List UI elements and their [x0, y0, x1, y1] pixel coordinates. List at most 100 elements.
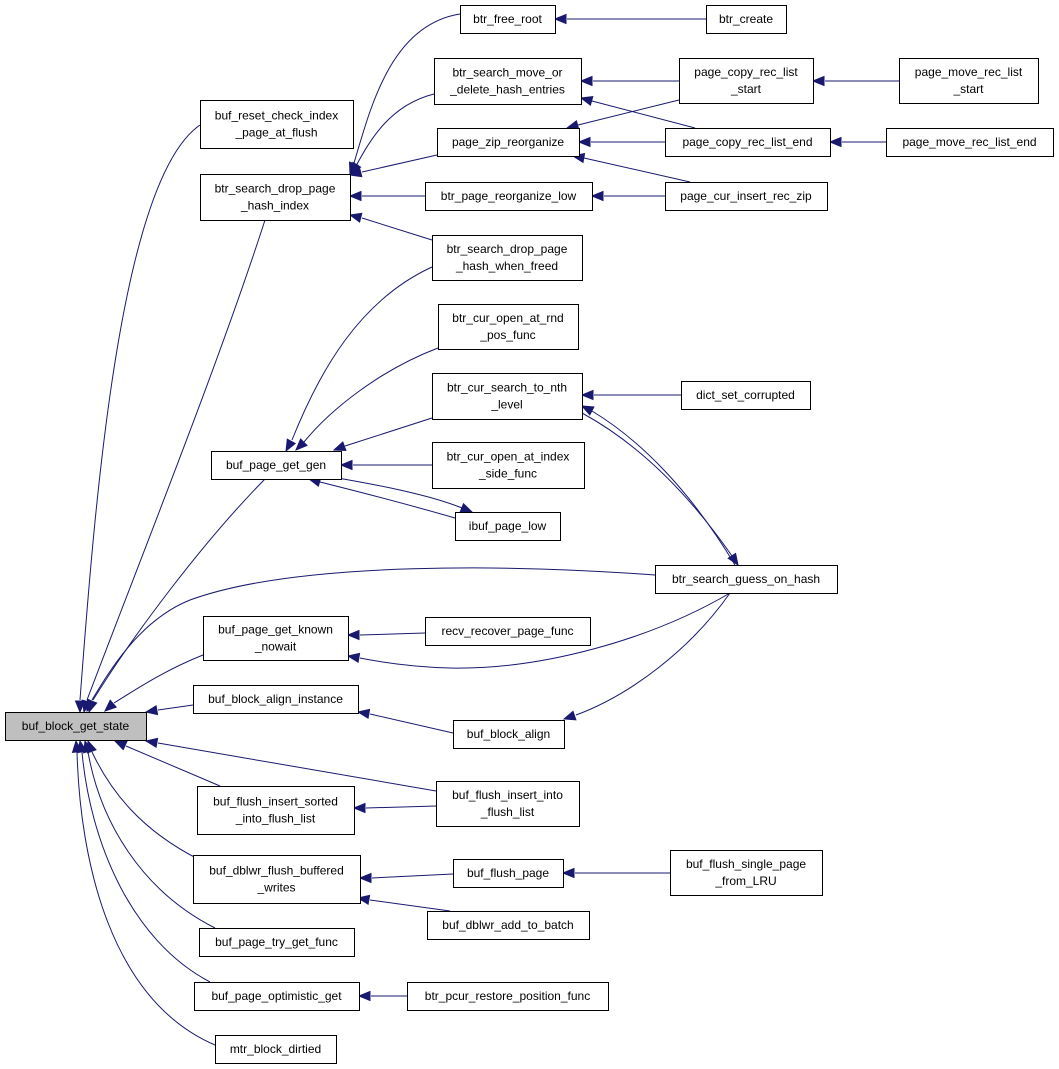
node-flush_insert_into[interactable]: buf_flush_insert_into_flush_list	[436, 781, 580, 827]
node-block_align[interactable]: buf_block_align	[453, 720, 565, 749]
node-drop_when_freed[interactable]: btr_search_drop_page _hash_when_freed	[432, 235, 583, 281]
node-free_root[interactable]: btr_free_root	[460, 5, 556, 34]
node-zip_reorganize[interactable]: page_zip_reorganize	[437, 128, 580, 157]
arrowhead-icon	[580, 389, 594, 401]
node-reorganize_low[interactable]: btr_page_reorganize_low	[425, 182, 593, 211]
node-label: buf_flush_insert_into	[452, 788, 563, 802]
edge-guess_on_hash-to-block_align	[562, 592, 731, 721]
node-label: btr_cur_open_at_index	[447, 450, 570, 464]
node-box	[215, 1035, 337, 1064]
arrowhead-icon	[348, 212, 363, 223]
arrowhead-icon	[727, 552, 739, 567]
edge-pcur_restore-to-optimistic_get	[357, 990, 407, 1002]
node-move_rec_start[interactable]: page_move_rec_list_start	[899, 58, 1039, 104]
edge-line	[86, 219, 266, 701]
edge-line	[125, 745, 221, 787]
node-move_rec_end[interactable]: page_move_rec_list_end	[886, 128, 1054, 157]
node-open_index_side[interactable]: btr_cur_open_at_index_side_func	[432, 442, 585, 489]
node-copy_rec_start[interactable]: page_copy_rec_list_start	[679, 58, 814, 104]
edge-line	[577, 99, 680, 126]
node-box	[432, 442, 585, 489]
arrowhead-icon	[332, 441, 347, 452]
node-align_instance[interactable]: buf_block_align_instance	[193, 685, 359, 714]
node-root[interactable]: buf_block_get_state	[5, 712, 147, 741]
edge-line	[91, 751, 201, 861]
node-btr_create[interactable]: btr_create	[706, 5, 787, 34]
arrowhead-icon	[590, 190, 604, 202]
arrowhead-icon	[811, 75, 825, 87]
node-box	[200, 100, 354, 149]
edge-line	[79, 124, 201, 701]
edge-copy_rec_start-to-zip_reorganize	[565, 99, 680, 130]
node-box	[197, 786, 355, 835]
node-dblwr_flush[interactable]: buf_dblwr_flush_buffered_writes	[193, 855, 361, 904]
arrowhead-icon	[144, 704, 159, 716]
node-guess_on_hash[interactable]: btr_search_guess_on_hash	[655, 565, 838, 594]
node-dblwr_add[interactable]: buf_dblwr_add_to_batch	[427, 911, 590, 940]
node-label: page_zip_reorganize	[452, 135, 564, 149]
node-search_move[interactable]: btr_search_move_or_delete_hash_entries	[434, 58, 582, 105]
node-label: btr_search_drop_page	[447, 242, 568, 256]
node-label: _hash_when_freed	[455, 259, 558, 273]
node-optimistic_get[interactable]: buf_page_optimistic_get	[194, 982, 360, 1011]
edge-line	[303, 347, 439, 443]
edge-line	[369, 899, 451, 912]
node-recv_recover[interactable]: recv_recover_page_func	[425, 617, 591, 646]
node-box	[453, 720, 565, 749]
node-label: page_cur_insert_rec_zip	[680, 189, 812, 203]
node-label: buf_dblwr_add_to_batch	[442, 918, 573, 932]
edge-line	[583, 157, 691, 183]
node-label: mtr_block_dirtied	[230, 1042, 321, 1056]
edge-line	[353, 13, 461, 164]
edge-line	[359, 592, 731, 669]
arrowhead-icon	[71, 739, 83, 753]
edge-copy_rec_end-to-zip_reorganize	[577, 136, 665, 148]
arrowhead-icon	[285, 438, 297, 453]
edge-flush_insert_into-to-flush_insert_sorted	[352, 802, 437, 814]
node-search_nth[interactable]: btr_cur_search_to_nth_level	[432, 373, 583, 420]
edge-btr_create-to-free_root	[553, 13, 706, 25]
edge-line	[575, 592, 731, 716]
edge-copy_rec_start-to-search_move	[579, 75, 679, 87]
node-page_get_gen[interactable]: buf_page_get_gen	[211, 451, 342, 480]
node-label: btr_cur_search_to_nth	[447, 381, 567, 395]
node-label: _delete_hash_entries	[449, 83, 565, 97]
node-flush_page[interactable]: buf_flush_page	[453, 859, 564, 888]
edge-line	[591, 100, 696, 129]
node-reset_check[interactable]: buf_reset_check_index_page_at_flush	[200, 100, 354, 149]
node-label: buf_dblwr_flush_buffered	[209, 864, 344, 878]
edge-line	[361, 217, 433, 241]
node-label: btr_cur_open_at_rnd	[452, 311, 563, 325]
node-ibuf_page_low[interactable]: ibuf_page_low	[455, 512, 561, 541]
arrowhead-icon	[357, 990, 371, 1002]
node-label: buf_page_optimistic_get	[211, 989, 342, 1003]
node-flush_insert_sorted[interactable]: buf_flush_insert_sorted_into_flush_list	[197, 786, 355, 835]
node-single_page_lru[interactable]: buf_flush_single_page_from_LRU	[670, 850, 823, 896]
node-mtr_dirtied[interactable]: mtr_block_dirtied	[215, 1035, 337, 1064]
node-box	[427, 911, 590, 940]
node-pcur_restore[interactable]: btr_pcur_restore_position_func	[407, 982, 609, 1011]
arrowhead-icon	[553, 13, 567, 25]
edge-mtr_dirtied-to-root	[71, 739, 216, 1046]
edge-search_nth-to-guess_on_hash	[581, 412, 739, 567]
node-copy_rec_end[interactable]: page_copy_rec_list_end	[665, 128, 831, 157]
node-label: btr_pcur_restore_position_func	[425, 989, 590, 1003]
node-cur_insert_zip[interactable]: page_cur_insert_rec_zip	[665, 182, 828, 211]
arrowhead-icon	[580, 405, 595, 416]
arrowhead-icon	[113, 740, 128, 751]
node-dict_corrupted[interactable]: dict_set_corrupted	[681, 381, 811, 410]
node-box	[706, 5, 787, 34]
node-drop_page_hash[interactable]: btr_search_drop_page_hash_index	[200, 174, 351, 221]
edge-line	[365, 805, 437, 809]
edge-single_page_lru-to-flush_page	[561, 867, 670, 879]
edge-dict_corrupted-to-search_nth	[580, 389, 681, 401]
edge-line	[371, 873, 454, 879]
node-label: buf_page_try_get_func	[215, 935, 338, 949]
node-open_rnd[interactable]: btr_cur_open_at_rnd_pos_func	[438, 304, 579, 350]
node-box	[194, 982, 360, 1011]
node-try_get[interactable]: buf_page_try_get_func	[199, 928, 355, 957]
edge-flush_insert_into-to-root	[144, 737, 437, 792]
node-get_known[interactable]: buf_page_get_known_nowait	[203, 616, 349, 661]
node-box	[200, 174, 351, 221]
